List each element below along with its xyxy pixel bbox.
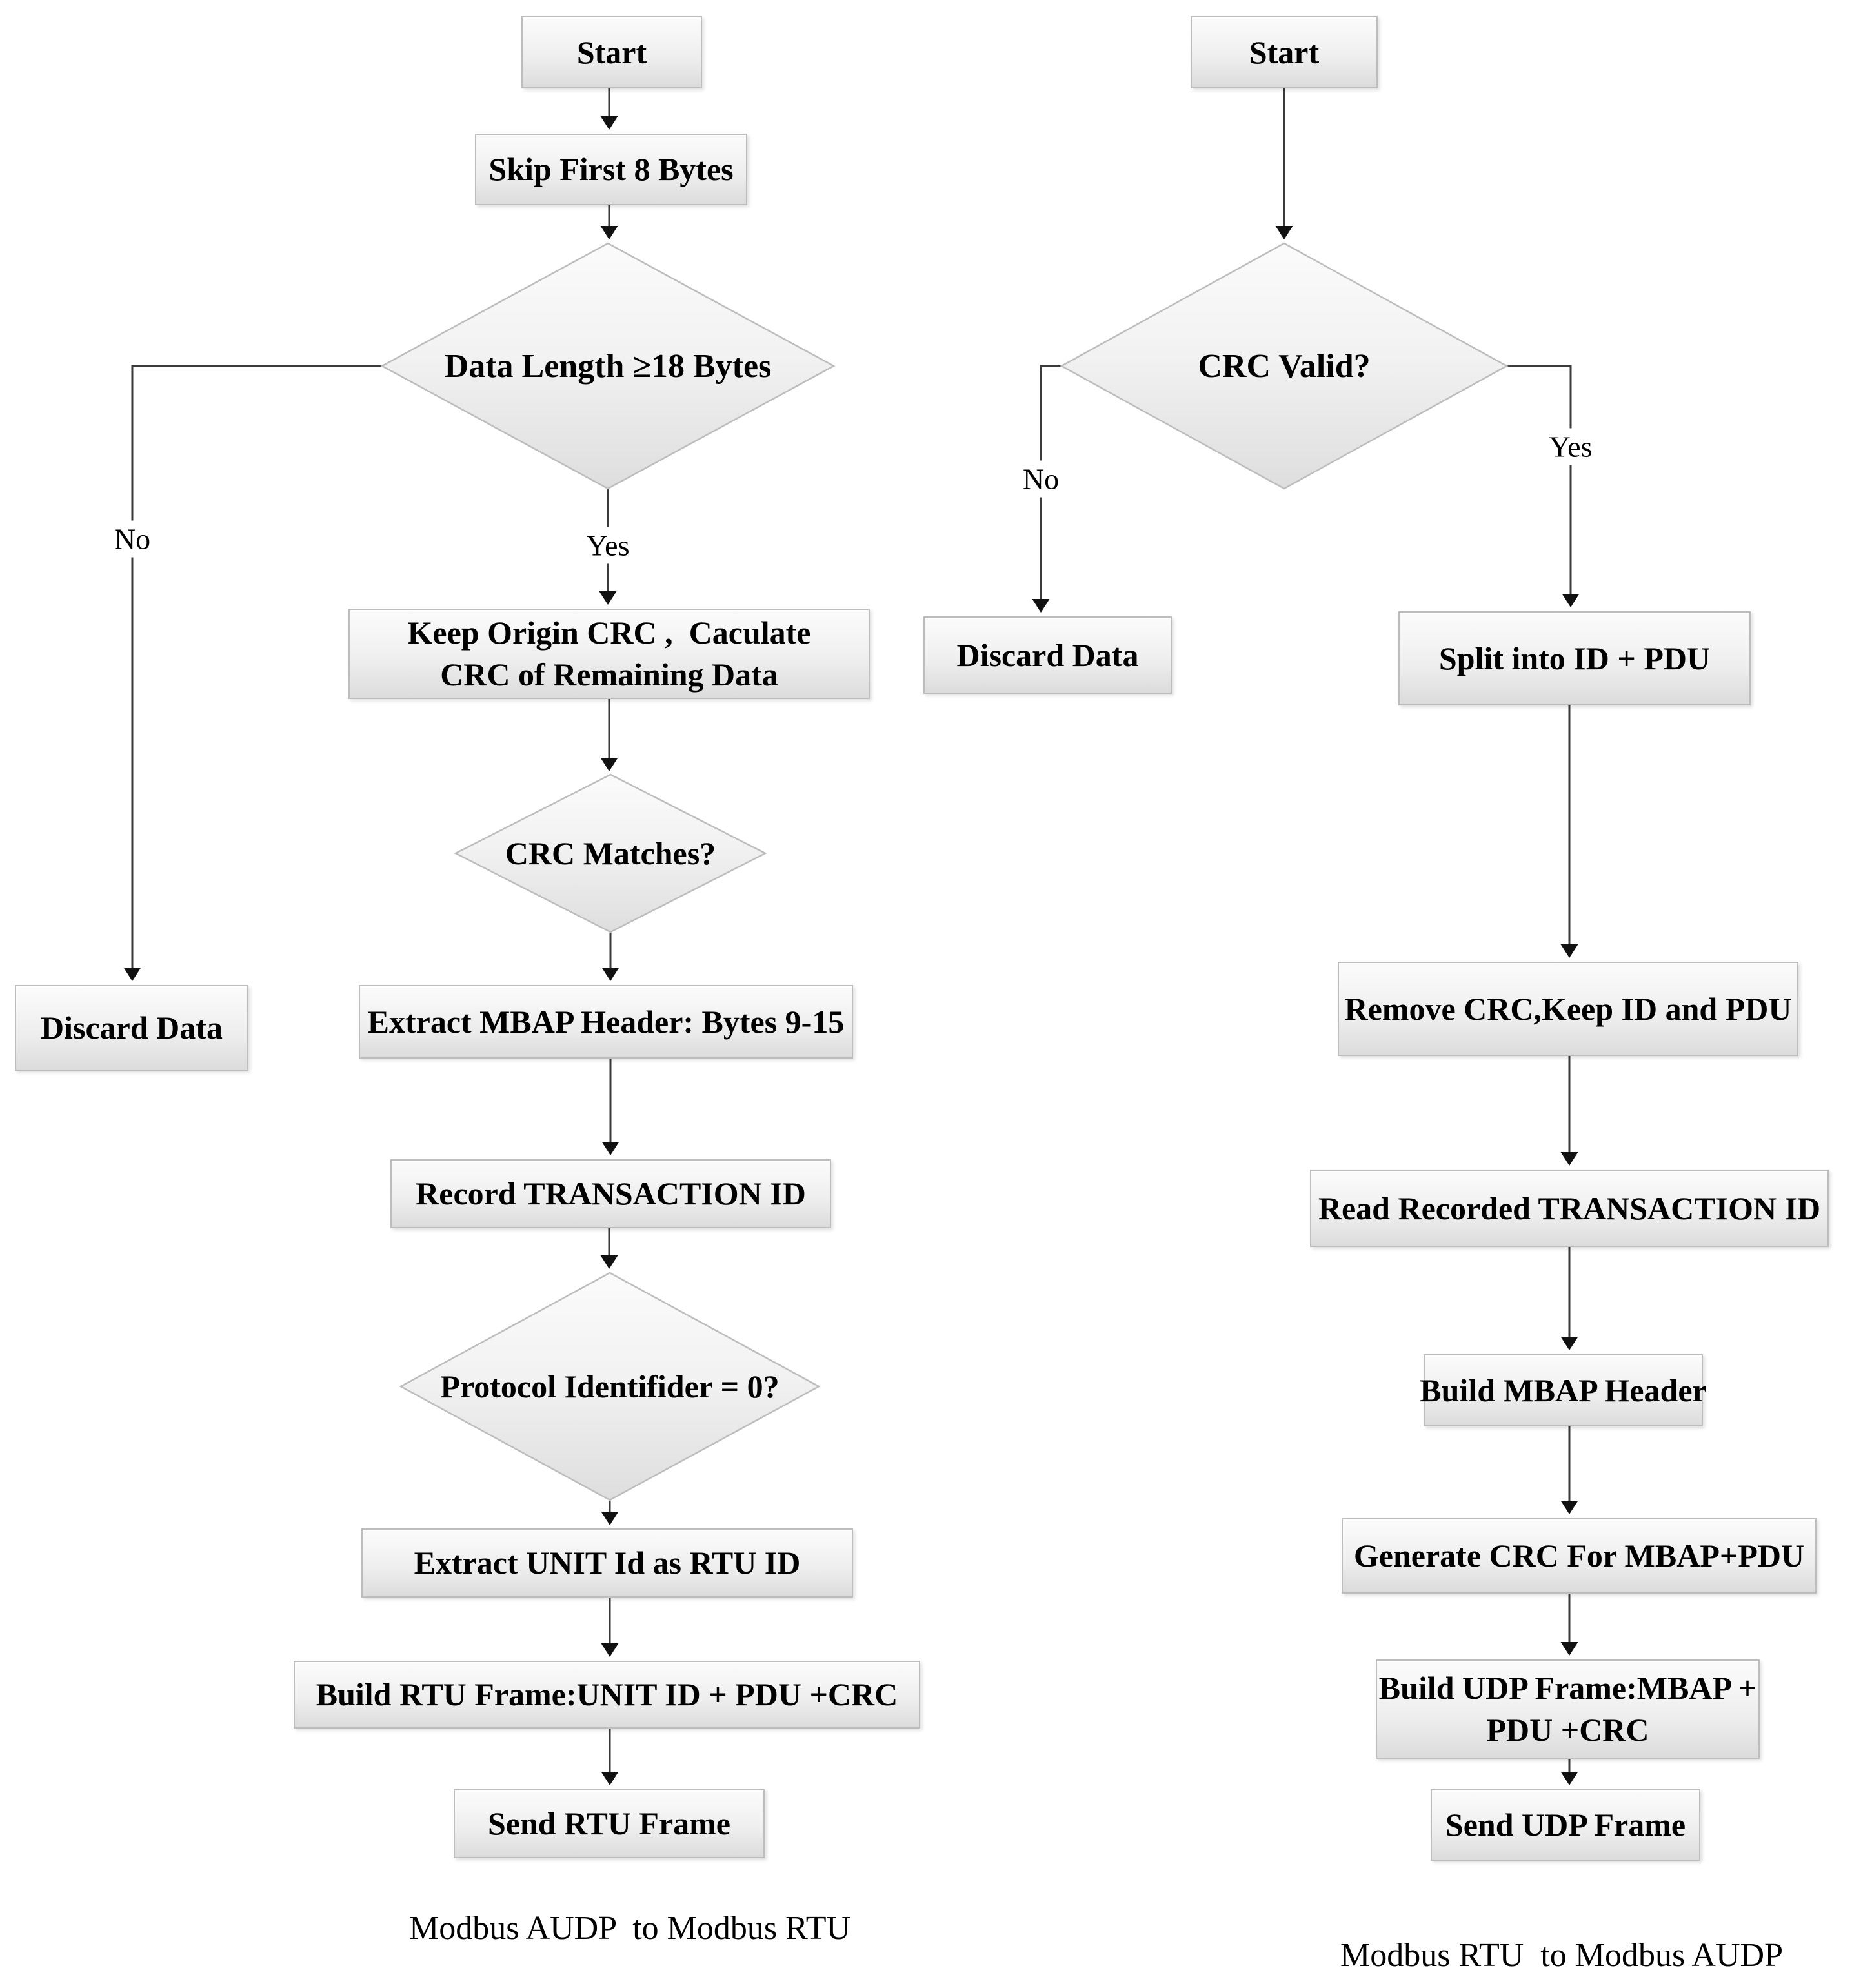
- node-right-start-label: Start: [1249, 34, 1320, 70]
- node-right-send-udp: Send UDP Frame: [1431, 1789, 1700, 1861]
- node-left-build-rtu-label: Build RTU Frame:UNIT ID + PDU +CRC: [316, 1676, 898, 1712]
- node-right-start: Start: [1191, 16, 1378, 88]
- node-left-record-tid-label: Record TRANSACTION ID: [416, 1175, 806, 1212]
- diamond-left-crc-matches: [454, 773, 767, 933]
- caption-right-flow: Modbus RTU to Modbus AUDP: [1340, 1937, 1783, 1974]
- node-left-extract-mbap: Extract MBAP Header: Bytes 9-15: [359, 985, 853, 1059]
- node-right-build-udp-line2: PDU +CRC: [1486, 1712, 1649, 1748]
- node-right-split-label: Split into ID + PDU: [1438, 640, 1711, 676]
- node-right-read-tid: Read Recorded TRANSACTION ID: [1310, 1170, 1829, 1247]
- edge-label-right-no: No: [1016, 460, 1066, 498]
- node-left-discard-data-label: Discard Data: [41, 1009, 223, 1046]
- node-left-send-rtu-label: Send RTU Frame: [487, 1805, 730, 1841]
- node-right-build-mbap-label: Build MBAP Header: [1420, 1372, 1707, 1408]
- diamond-left-protocol-check: [399, 1272, 821, 1501]
- node-left-skip-bytes: Skip First 8 Bytes: [475, 134, 747, 205]
- node-left-record-tid: Record TRANSACTION ID: [390, 1159, 831, 1228]
- node-left-build-rtu: Build RTU Frame:UNIT ID + PDU +CRC: [294, 1661, 920, 1729]
- diamond-right-crc-valid: [1060, 242, 1509, 490]
- node-right-split: Split into ID + PDU: [1398, 611, 1751, 705]
- node-right-send-udp-label: Send UDP Frame: [1445, 1807, 1686, 1843]
- node-left-keep-crc-line1: Keep Origin CRC , Caculate: [407, 614, 811, 651]
- node-right-generate-crc: Generate CRC For MBAP+PDU: [1342, 1518, 1817, 1594]
- node-right-build-udp-line1: Build UDP Frame:MBAP +: [1378, 1670, 1757, 1706]
- node-left-extract-unit-label: Extract UNIT Id as RTU ID: [414, 1545, 801, 1581]
- node-left-start-label: Start: [576, 34, 647, 70]
- node-left-send-rtu: Send RTU Frame: [454, 1789, 765, 1858]
- edge-left-lengthcheck-no-to-discard: [123, 365, 382, 981]
- node-right-read-tid-label: Read Recorded TRANSACTION ID: [1318, 1190, 1821, 1226]
- node-left-extract-unit: Extract UNIT Id as RTU ID: [361, 1528, 853, 1598]
- node-right-discard-data: Discard Data: [923, 616, 1172, 694]
- node-right-remove-crc: Remove CRC,Keep ID and PDU: [1338, 962, 1798, 1056]
- node-right-build-udp: Build UDP Frame:MBAP + PDU +CRC: [1376, 1659, 1760, 1759]
- node-left-extract-mbap-label: Extract MBAP Header: Bytes 9-15: [367, 1003, 845, 1040]
- diamond-left-length-check: [380, 242, 836, 490]
- node-right-generate-crc-label: Generate CRC For MBAP+PDU: [1353, 1537, 1805, 1574]
- node-right-discard-data-label: Discard Data: [956, 636, 1139, 673]
- edge-right-crcvalid-yes-to-split: [1507, 365, 1580, 607]
- node-left-keep-crc: Keep Origin CRC , Caculate CRC of Remain…: [348, 609, 870, 699]
- node-left-discard-data: Discard Data: [15, 985, 248, 1071]
- edge-label-left-yes: Yes: [579, 527, 636, 564]
- node-left-skip-bytes-label: Skip First 8 Bytes: [488, 151, 734, 187]
- node-right-remove-crc-label: Remove CRC,Keep ID and PDU: [1344, 990, 1792, 1027]
- node-left-keep-crc-line2: CRC of Remaining Data: [440, 656, 778, 693]
- node-right-build-mbap: Build MBAP Header: [1420, 1354, 1707, 1426]
- caption-left-flow: Modbus AUDP to Modbus RTU: [408, 1910, 851, 1947]
- edge-label-left-no: No: [107, 520, 157, 558]
- edge-label-right-yes: Yes: [1542, 428, 1599, 465]
- edge-right-crcvalid-no-to-discard: [1032, 365, 1062, 613]
- node-left-start: Start: [521, 16, 702, 88]
